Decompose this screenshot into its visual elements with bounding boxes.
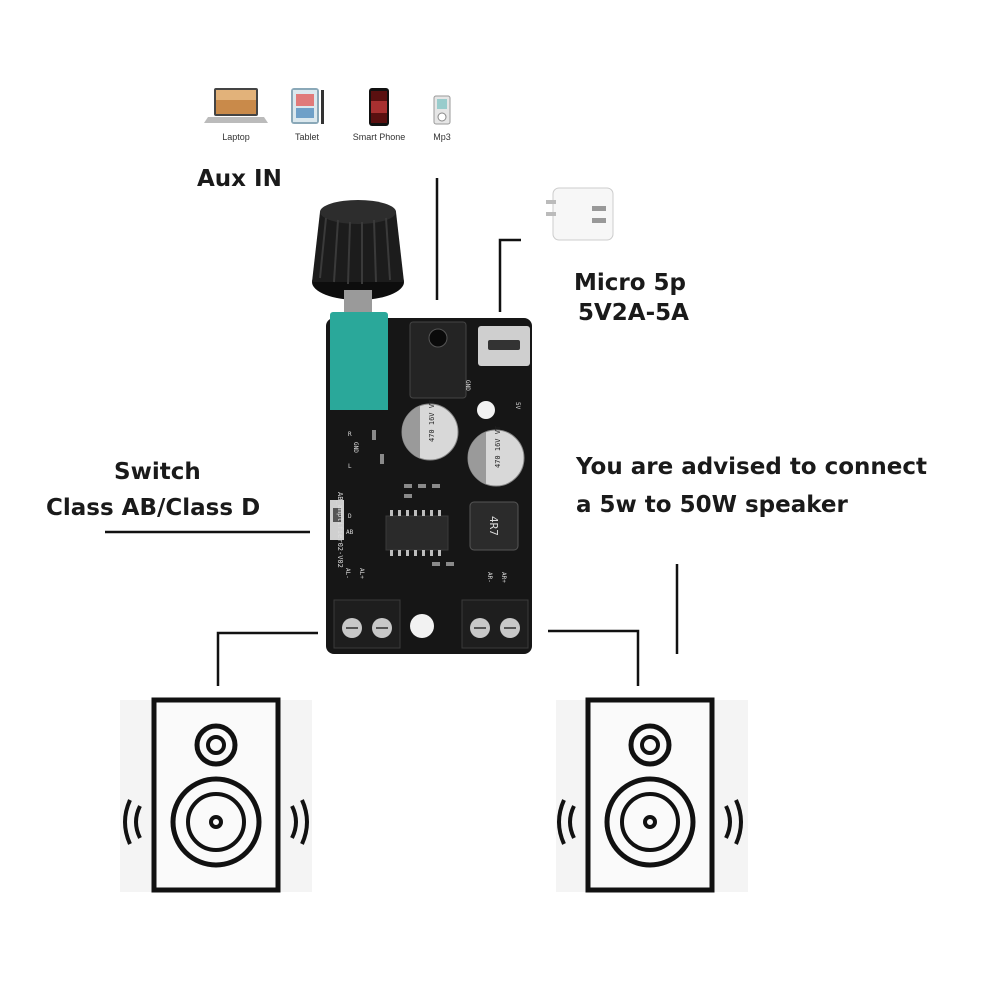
right-speaker-line: [548, 629, 640, 686]
right-speaker: [556, 697, 748, 893]
device-smartphone: Smart Phone: [346, 86, 412, 146]
aux-jack: [409, 321, 467, 399]
ar-minus-label: AR-: [486, 572, 493, 583]
laptop-icon: [204, 88, 268, 123]
right-terminal-block: [461, 599, 529, 649]
amplifier-ic: [385, 515, 449, 551]
connector-lines: [105, 178, 679, 686]
device-laptop: Laptop: [204, 86, 268, 146]
device-label: Tablet: [294, 132, 320, 142]
mp3-player-icon: [433, 95, 451, 125]
al-plus-label: AL+: [358, 568, 365, 579]
pin-5v-label: 5V: [514, 402, 521, 410]
usb-charger-icon: [546, 187, 614, 241]
switch-ab-label: AB: [346, 529, 354, 536]
speaker-icon: [557, 697, 743, 893]
power-spec: 5V2A-5A: [578, 300, 689, 326]
left-speaker: [120, 697, 312, 893]
amplifier-board: 470 16V VT 470 16V VT 4R7 AB_amplifier02…: [326, 318, 532, 654]
switch-label: Switch Class AB/Class D: [46, 454, 260, 526]
smartphone-icon: [369, 88, 389, 126]
advice-line-1: You are advised to connect: [576, 454, 928, 480]
capacitor-1: [401, 403, 459, 461]
inductor-label: 4R7: [487, 516, 500, 536]
switch-d-label: D: [348, 513, 352, 520]
speaker-icon: [123, 697, 309, 893]
pin-gnd-label: GND: [464, 380, 471, 391]
speaker-advice-label: You are advised to connect a 5w to 50W s…: [576, 448, 927, 524]
power-line: [498, 238, 521, 312]
device-mp3: Mp3: [424, 86, 460, 146]
cap2-label: 470 16V VT: [494, 425, 502, 468]
capacitor-2: [467, 429, 525, 487]
ar-plus-label: AR+: [500, 572, 507, 583]
power-connector-type: Micro 5p: [574, 270, 687, 296]
al-minus-label: AL-: [344, 568, 351, 579]
model-label: AB_amplifier02-V02: [336, 492, 344, 568]
pin-r-label: R: [348, 431, 352, 438]
switch-title: Switch: [114, 459, 201, 485]
aux-in-label: Aux IN: [197, 166, 282, 192]
device-label: Mp3: [433, 132, 451, 142]
device-label: Laptop: [222, 132, 250, 142]
cap1-label: 470 16V VT: [428, 399, 436, 442]
tablet-icon: [291, 88, 324, 124]
inductor: [469, 501, 519, 551]
left-speaker-line: [216, 631, 318, 686]
power-input-label: Micro 5p 5V2A-5A: [574, 268, 689, 328]
advice-line-2: a 5w to 50W speaker: [576, 492, 848, 518]
pin-gnd2-label: GND: [352, 442, 359, 453]
pin-l-label: L: [348, 463, 352, 470]
switch-modes: Class AB/Class D: [46, 495, 261, 521]
left-terminal-block: [333, 599, 401, 649]
device-label: Smart Phone: [352, 132, 406, 142]
device-tablet: Tablet: [284, 86, 330, 146]
